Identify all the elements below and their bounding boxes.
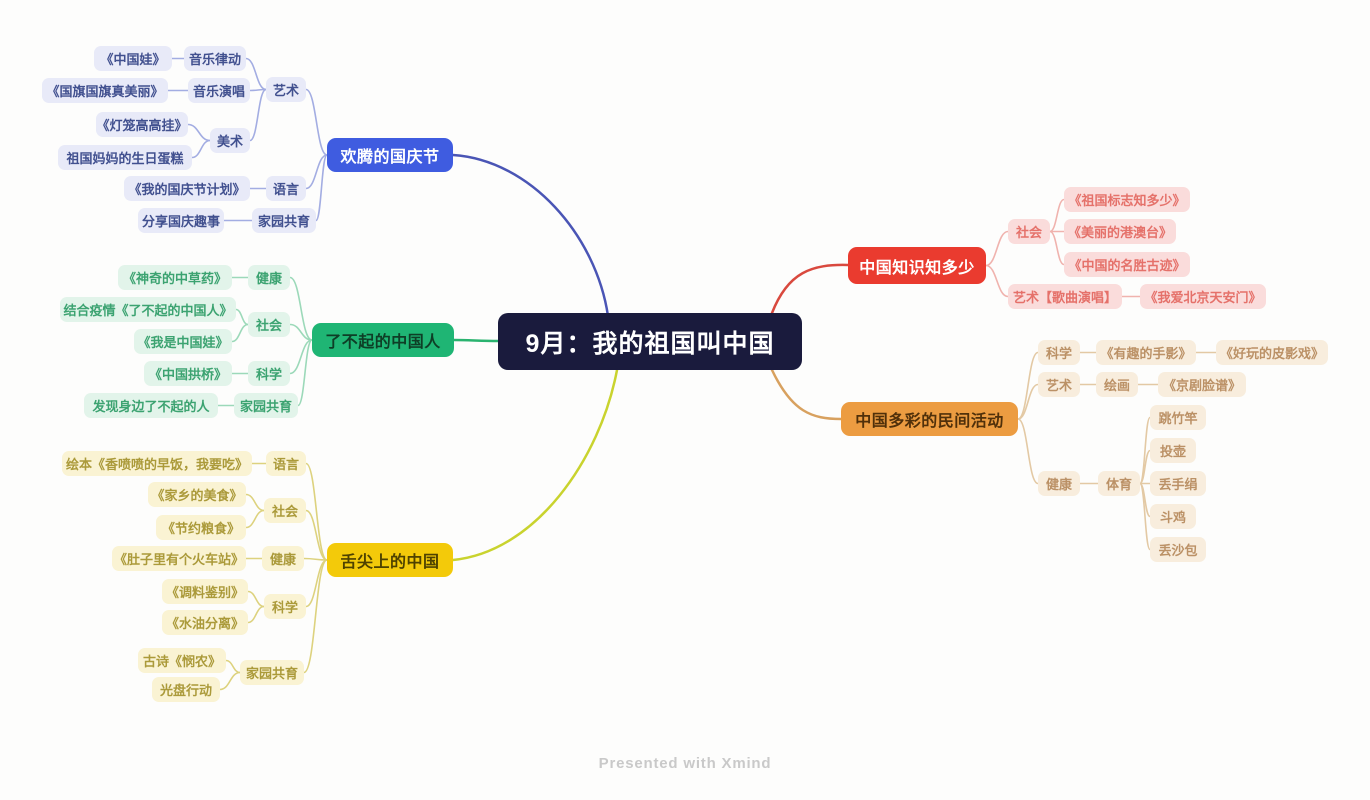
topic-science-3[interactable]: 科学 xyxy=(264,594,306,619)
connector-edge xyxy=(303,559,328,674)
connector-edge xyxy=(219,671,241,691)
connector-edge xyxy=(289,276,313,341)
connector-edge xyxy=(985,264,1009,298)
topic-health-3[interactable]: 健康 xyxy=(262,546,304,571)
connector-edge xyxy=(305,88,328,156)
topic-i-am-china-doll[interactable]: 《我是中国娃》 xyxy=(134,329,232,354)
topic-birthday-cake[interactable]: 祖国妈妈的生日蛋糕 xyxy=(58,145,192,170)
topic-find-great-people[interactable]: 发现身边了不起的人 xyxy=(84,393,218,418)
topic-yummy-breakfast-book[interactable]: 绘本《香喷喷的早饭，我要吃》 xyxy=(62,451,252,476)
branch-trunk-china-folk-activities xyxy=(770,368,843,421)
connector-edge xyxy=(1017,383,1039,420)
topic-pandemic-great-chinese[interactable]: 结合疫情《了不起的中国人》 xyxy=(60,297,236,322)
topic-china-arch-bridge[interactable]: 《中国拱桥》 xyxy=(144,361,232,386)
topic-pitch-pot[interactable]: 投壶 xyxy=(1150,438,1196,463)
topic-hand-shadow[interactable]: 《有趣的手影》 xyxy=(1096,340,1196,365)
topic-home-coop-2[interactable]: 家园共育 xyxy=(234,393,298,418)
connector-edge xyxy=(1017,418,1039,485)
connector-edge xyxy=(231,323,249,343)
connector-edge xyxy=(289,323,313,341)
topic-art-song-singing[interactable]: 艺术【歌曲演唱】 xyxy=(1008,284,1122,309)
topic-china-doll-song[interactable]: 《中国娃》 xyxy=(94,46,172,71)
topic-home-coop-1[interactable]: 家园共育 xyxy=(252,208,316,233)
topic-drop-handkerchief[interactable]: 丢手绢 xyxy=(1150,471,1206,496)
connector-edge xyxy=(1049,198,1065,233)
connector-edge xyxy=(225,659,241,674)
branch-trunk-china-on-tongue xyxy=(451,368,619,562)
connector-edge xyxy=(305,509,328,561)
connector-edge xyxy=(245,509,265,529)
topic-national-symbols[interactable]: 《祖国标志知多少》 xyxy=(1064,187,1190,212)
topic-bamboo-pole-jumping[interactable]: 跳竹竿 xyxy=(1150,405,1206,430)
topic-fine-art[interactable]: 美术 xyxy=(210,128,250,153)
topic-poem-minnong[interactable]: 古诗《悯农》 xyxy=(138,648,226,673)
topic-art[interactable]: 艺术 xyxy=(266,77,306,102)
topic-magical-herbs[interactable]: 《神奇的中草药》 xyxy=(118,265,232,290)
topic-water-oil-separation[interactable]: 《水油分离》 xyxy=(162,610,248,635)
connector-edge xyxy=(191,139,211,159)
topic-hk-macao-taiwan[interactable]: 《美丽的港澳台》 xyxy=(1064,219,1176,244)
branch-topic-great-chinese-people[interactable]: 了不起的中国人 xyxy=(312,323,454,357)
branch-trunk-great-chinese-people xyxy=(452,338,500,343)
topic-clear-plate-action[interactable]: 光盘行动 xyxy=(152,677,220,702)
topic-music-singing[interactable]: 音乐演唱 xyxy=(188,78,250,103)
branch-topic-china-on-tongue[interactable]: 舌尖上的中国 xyxy=(327,543,453,577)
topic-shadow-puppetry[interactable]: 《好玩的皮影戏》 xyxy=(1216,340,1328,365)
topic-health-5[interactable]: 健康 xyxy=(1038,471,1080,496)
central-topic[interactable]: 9月：我的祖国叫中国 xyxy=(498,313,802,370)
connector-edge xyxy=(245,493,265,512)
connector-edge xyxy=(1139,482,1151,551)
topic-painting[interactable]: 绘画 xyxy=(1096,372,1138,397)
topic-society-2[interactable]: 社会 xyxy=(248,312,290,337)
topic-sports[interactable]: 体育 xyxy=(1098,471,1140,496)
connector-edge xyxy=(303,557,328,561)
connector-edge xyxy=(247,605,265,624)
connector-edge xyxy=(315,154,328,222)
topic-music-rhythm[interactable]: 音乐律动 xyxy=(184,46,246,71)
topic-lantern-book[interactable]: 《灯笼高高挂》 xyxy=(96,112,188,137)
topic-language-3[interactable]: 语言 xyxy=(266,451,306,476)
connector-edge xyxy=(187,123,211,142)
topic-hometown-food[interactable]: 《家乡的美食》 xyxy=(148,482,246,507)
topic-health-2[interactable]: 健康 xyxy=(248,265,290,290)
branch-topic-china-folk-activities[interactable]: 中国多彩的民间活动 xyxy=(841,402,1018,436)
topic-society-4[interactable]: 社会 xyxy=(1008,219,1050,244)
connector-edge xyxy=(235,308,249,326)
connector-edge xyxy=(305,154,328,190)
branch-topic-china-knowledge-quiz[interactable]: 中国知识知多少 xyxy=(848,247,986,284)
topic-train-station-in-belly[interactable]: 《肚子里有个火车站》 xyxy=(112,546,246,571)
topic-language-1[interactable]: 语言 xyxy=(266,176,306,201)
connector-edge xyxy=(249,88,267,142)
topic-save-food[interactable]: 《节约粮食》 xyxy=(156,515,246,540)
topic-famous-attractions[interactable]: 《中国的名胜古迹》 xyxy=(1064,252,1190,277)
topic-art-5[interactable]: 艺术 xyxy=(1038,372,1080,397)
branch-trunk-china-knowledge-quiz xyxy=(770,263,850,315)
topic-share-stories[interactable]: 分享国庆趣事 xyxy=(138,208,224,233)
xmind-watermark: Presented with Xmind xyxy=(598,755,772,772)
topic-seasoning-identify[interactable]: 《调料鉴别》 xyxy=(162,579,248,604)
connector-edge xyxy=(1049,230,1065,266)
topic-peking-opera-masks[interactable]: 《京剧脸谱》 xyxy=(1158,372,1246,397)
topic-science-5[interactable]: 科学 xyxy=(1038,340,1080,365)
connector-edge xyxy=(289,339,313,375)
topic-cockfighting-game[interactable]: 斗鸡 xyxy=(1150,504,1196,529)
connector-edge xyxy=(305,462,328,561)
branch-trunk-festive-national-day xyxy=(451,153,610,318)
topic-i-love-tiananmen[interactable]: 《我爱北京天安门》 xyxy=(1140,284,1266,309)
connector-edge xyxy=(1139,449,1151,485)
topic-flag-song[interactable]: 《国旗国旗真美丽》 xyxy=(42,78,168,103)
connector-edge xyxy=(247,590,265,608)
topic-science-2[interactable]: 科学 xyxy=(248,361,290,386)
connector-edge xyxy=(245,57,267,91)
topic-sandbag-toss[interactable]: 丢沙包 xyxy=(1150,537,1206,562)
connector-edge xyxy=(297,339,313,407)
topic-national-day-plan[interactable]: 《我的国庆节计划》 xyxy=(124,176,250,201)
topic-society-3[interactable]: 社会 xyxy=(264,498,306,523)
connector-edge xyxy=(985,230,1009,267)
branch-topic-festive-national-day[interactable]: 欢腾的国庆节 xyxy=(327,138,453,172)
topic-home-coop-3[interactable]: 家园共育 xyxy=(240,660,304,685)
